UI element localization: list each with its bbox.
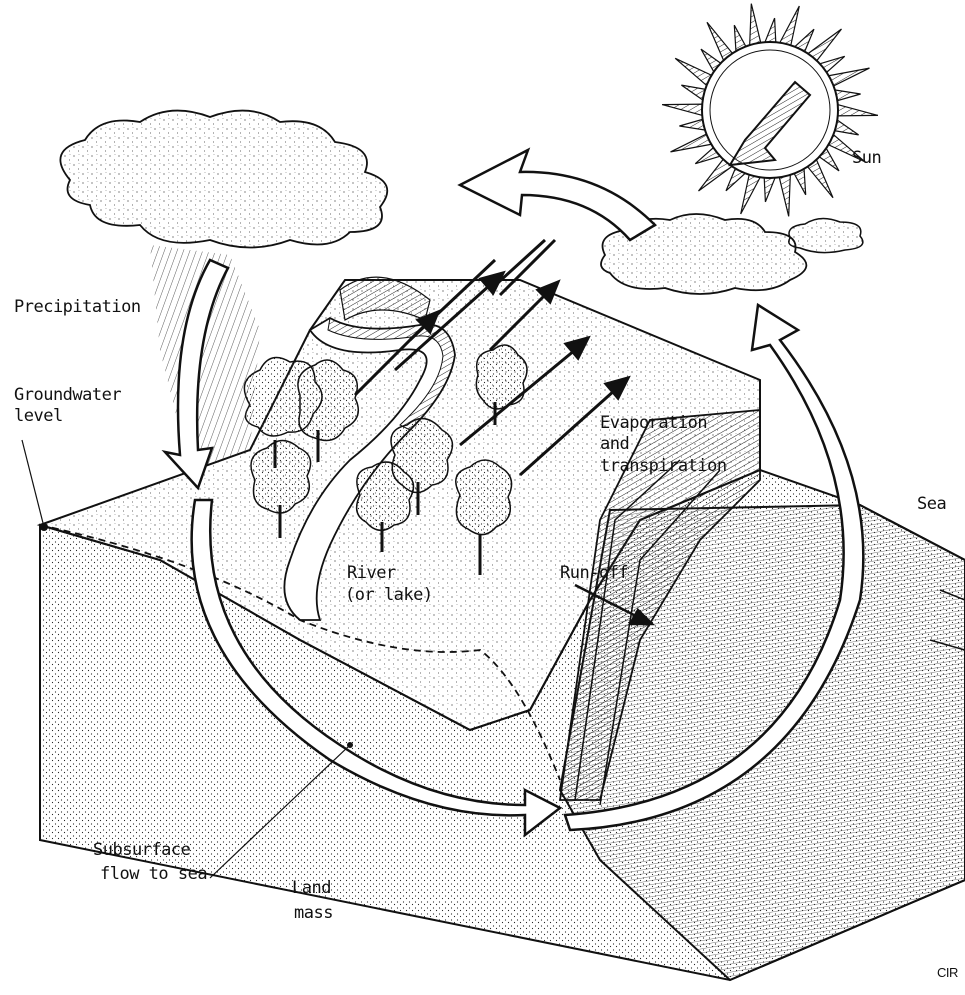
label-precipitation: Precipitation [14, 297, 141, 318]
sun-ray [836, 104, 878, 116]
label-evaporation-1: Evaporation [600, 413, 707, 434]
arrow-evaporation-transport [460, 150, 655, 240]
sun-ray [779, 6, 800, 47]
label-land-1: Land [292, 878, 331, 899]
label-evaporation-2: and [600, 434, 629, 455]
label-river-2: (or lake) [345, 585, 433, 606]
label-subsurface-2: flow to sea [100, 864, 207, 885]
label-groundwater-1: Groundwater [14, 385, 121, 406]
label-river-1: River [347, 563, 396, 584]
sun-ray [764, 176, 776, 202]
label-sea: Sea [917, 494, 946, 515]
sun-ray [741, 173, 762, 214]
rain-cloud [60, 111, 387, 248]
credit-text: CIR [937, 962, 958, 983]
groundwater-leader [22, 440, 44, 527]
sun-icon [662, 4, 878, 217]
sun-ray [662, 104, 704, 116]
label-land-2: mass [294, 903, 333, 924]
sun-ray [750, 4, 762, 48]
label-subsurface-1: Subsurface [93, 840, 190, 861]
label-evaporation-3: transpiration [600, 456, 727, 477]
label-runoff: Run-off [560, 563, 628, 584]
label-sun: Sun [852, 148, 881, 169]
label-groundwater-2: level [14, 406, 63, 427]
sun-ray [764, 18, 776, 44]
sun-ray [779, 173, 791, 217]
